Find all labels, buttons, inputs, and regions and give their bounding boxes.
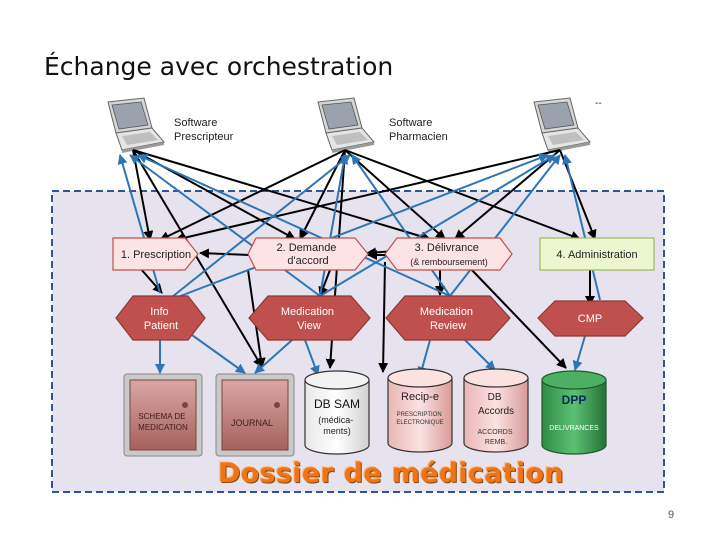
label-db-accords: DB Accords xyxy=(478,392,514,417)
label-prescription: 1. Prescription xyxy=(121,249,191,261)
label-demande: 2. Demande d'accord xyxy=(277,242,340,267)
laptop-icon xyxy=(533,97,591,154)
dossier-label: Dossier de médication xyxy=(218,458,564,489)
cylinder-icon xyxy=(463,368,529,453)
process-demande xyxy=(247,237,369,271)
label-delivrance: 3. Délivrance (& remboursement) xyxy=(410,238,488,267)
label-db-sam-sub: (médica- ments) xyxy=(318,415,356,436)
label-journal: JOURNAL xyxy=(231,418,273,428)
label-dpp: DPP xyxy=(562,393,587,407)
service-medication-review xyxy=(385,295,511,341)
label-info-patient: Info Patient xyxy=(144,306,178,332)
service-info-patient xyxy=(115,295,206,341)
page-title: Échange avec orchestration xyxy=(44,52,394,81)
cylinder-icon xyxy=(304,370,370,455)
top-right-mark: -- xyxy=(595,98,602,109)
process-administration xyxy=(539,237,655,271)
page-number: 9 xyxy=(668,509,675,521)
label-medication-view: Medication View xyxy=(281,306,337,332)
label-recip-sub: PRESCRIPTION ELECTRONIQUE xyxy=(396,412,443,426)
label-dpp-sub: DELIVRANCES xyxy=(549,425,599,432)
laptop-icon xyxy=(317,97,375,154)
label-cmp: CMP xyxy=(578,313,602,325)
label-recip: Recip-e xyxy=(401,391,439,403)
label-schema: SCHEMA DE MEDICATION xyxy=(138,412,188,432)
laptop-icon xyxy=(107,97,165,154)
label-medication-review: Medication Review xyxy=(420,306,476,332)
cylinder-icon xyxy=(541,370,607,455)
cylinder-icon xyxy=(387,368,453,453)
label-software-pharmacien: Software Pharmacien xyxy=(389,117,448,143)
label-db-accords-sub: ACCORDS REMB. xyxy=(478,429,515,446)
service-medication-view xyxy=(248,295,371,341)
label-administration: 4. Administration xyxy=(556,249,637,261)
process-prescription xyxy=(112,237,199,271)
blue-arrows xyxy=(117,153,601,377)
process-delivrance xyxy=(384,237,513,271)
service-cmp xyxy=(537,300,644,337)
label-software-prescripteur: Software Prescripteur xyxy=(174,117,234,143)
label-db-sam: DB SAM xyxy=(314,397,360,411)
safe-icon xyxy=(215,373,295,457)
safe-icon xyxy=(123,373,203,457)
